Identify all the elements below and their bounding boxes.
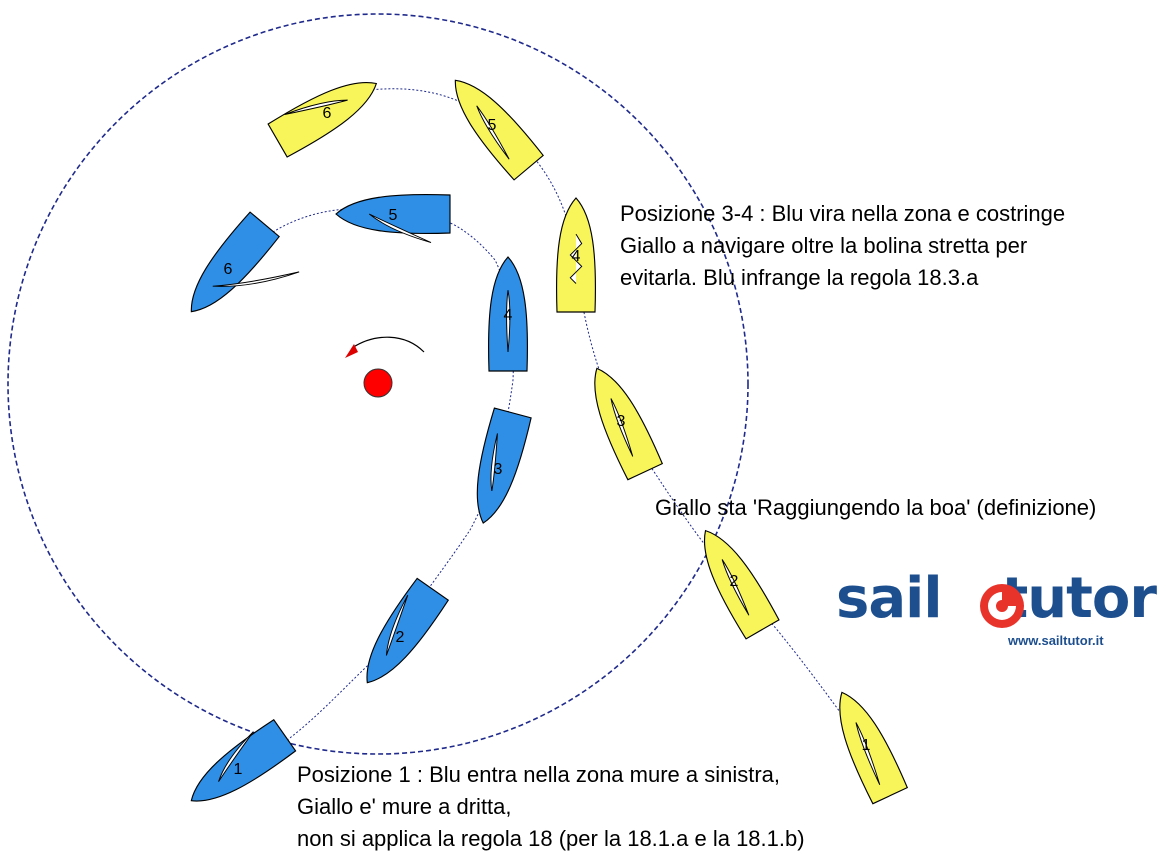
caption-position-3-4: Posizione 3-4 : Blu vira nella zona e co… [620,198,1065,294]
yellow-boat-number: 6 [323,105,332,122]
sailtutor-logo: sail tutor www.sailtutor.it [836,566,1157,656]
yellow-boat-5 [439,67,545,181]
caption-line: Giallo a navigare oltre la bolina strett… [620,233,1028,258]
blue-boat-5 [335,193,451,243]
yellow-boat-1 [823,683,909,805]
boat-sail [569,233,583,284]
logo-word-right: tutor [1001,566,1157,631]
yellow-boat-3 [578,359,664,481]
caption-line: non si applica la regola 18 (per la 18.1… [297,826,805,851]
boat-sail [284,99,348,116]
boat-sail [506,290,511,353]
yellow-boat-number: 4 [572,248,581,265]
caption-position-1: Posizione 1 : Blu entra nella zona mure … [297,759,805,855]
blue-boat-number: 2 [396,629,405,646]
logo-url: www.sailtutor.it [1008,633,1104,648]
boat-sail [476,105,510,160]
blue-track [229,208,514,773]
blue-boat-4 [487,256,529,372]
caption-line: Giallo e' mure a dritta, [297,794,512,819]
boat-sail [212,271,300,287]
boat-sail [721,559,750,616]
yellow-boats: 1 2 3 4 5 6 [267,66,909,805]
logo-wordmark: sail tutor [836,566,1157,631]
yellow-boat-number: 5 [488,117,497,134]
yellow-boat-4 [555,197,597,313]
blue-boat-6 [175,211,300,325]
caption-raggiungendo: Giallo sta 'Raggiungendo la boa' (defini… [655,495,1097,520]
mark-buoy [363,368,393,398]
boat-sail [385,594,409,656]
yellow-boat-number: 1 [862,737,871,754]
blue-boats: 1 2 3 4 5 6 [175,193,533,818]
caption-line: evitarla. Blu infrange la regola 18.3.a [620,265,979,290]
zone-circle [7,13,749,755]
logo-word-left: sail [836,566,943,631]
caption-line: Posizione 1 : Blu entra nella zona mure … [297,762,781,787]
boat-sail [855,722,881,785]
blue-boat-number: 6 [224,261,233,278]
swirl-icon [980,584,1024,628]
blue-boat-2 [350,577,450,695]
boat-sail [610,398,634,457]
yellow-boat-6 [267,66,387,158]
blue-boat-1 [179,718,297,818]
boat-sail [368,213,432,243]
blue-boat-number: 1 [234,761,243,778]
rounding-arrow-head [345,344,358,358]
yellow-boat-number: 3 [617,413,626,430]
yellow-boat-number: 2 [730,573,739,590]
caption-line: Posizione 3-4 : Blu vira nella zona e co… [620,201,1066,226]
blue-boat-number: 3 [494,461,503,478]
boat-sail [218,731,254,782]
boat-sail [490,433,498,492]
rounding-arrow [351,336,425,353]
blue-boat-number: 4 [504,307,513,324]
blue-boat-3 [463,407,533,529]
blue-boat-number: 5 [389,207,398,224]
yellow-boat-2 [688,520,780,640]
